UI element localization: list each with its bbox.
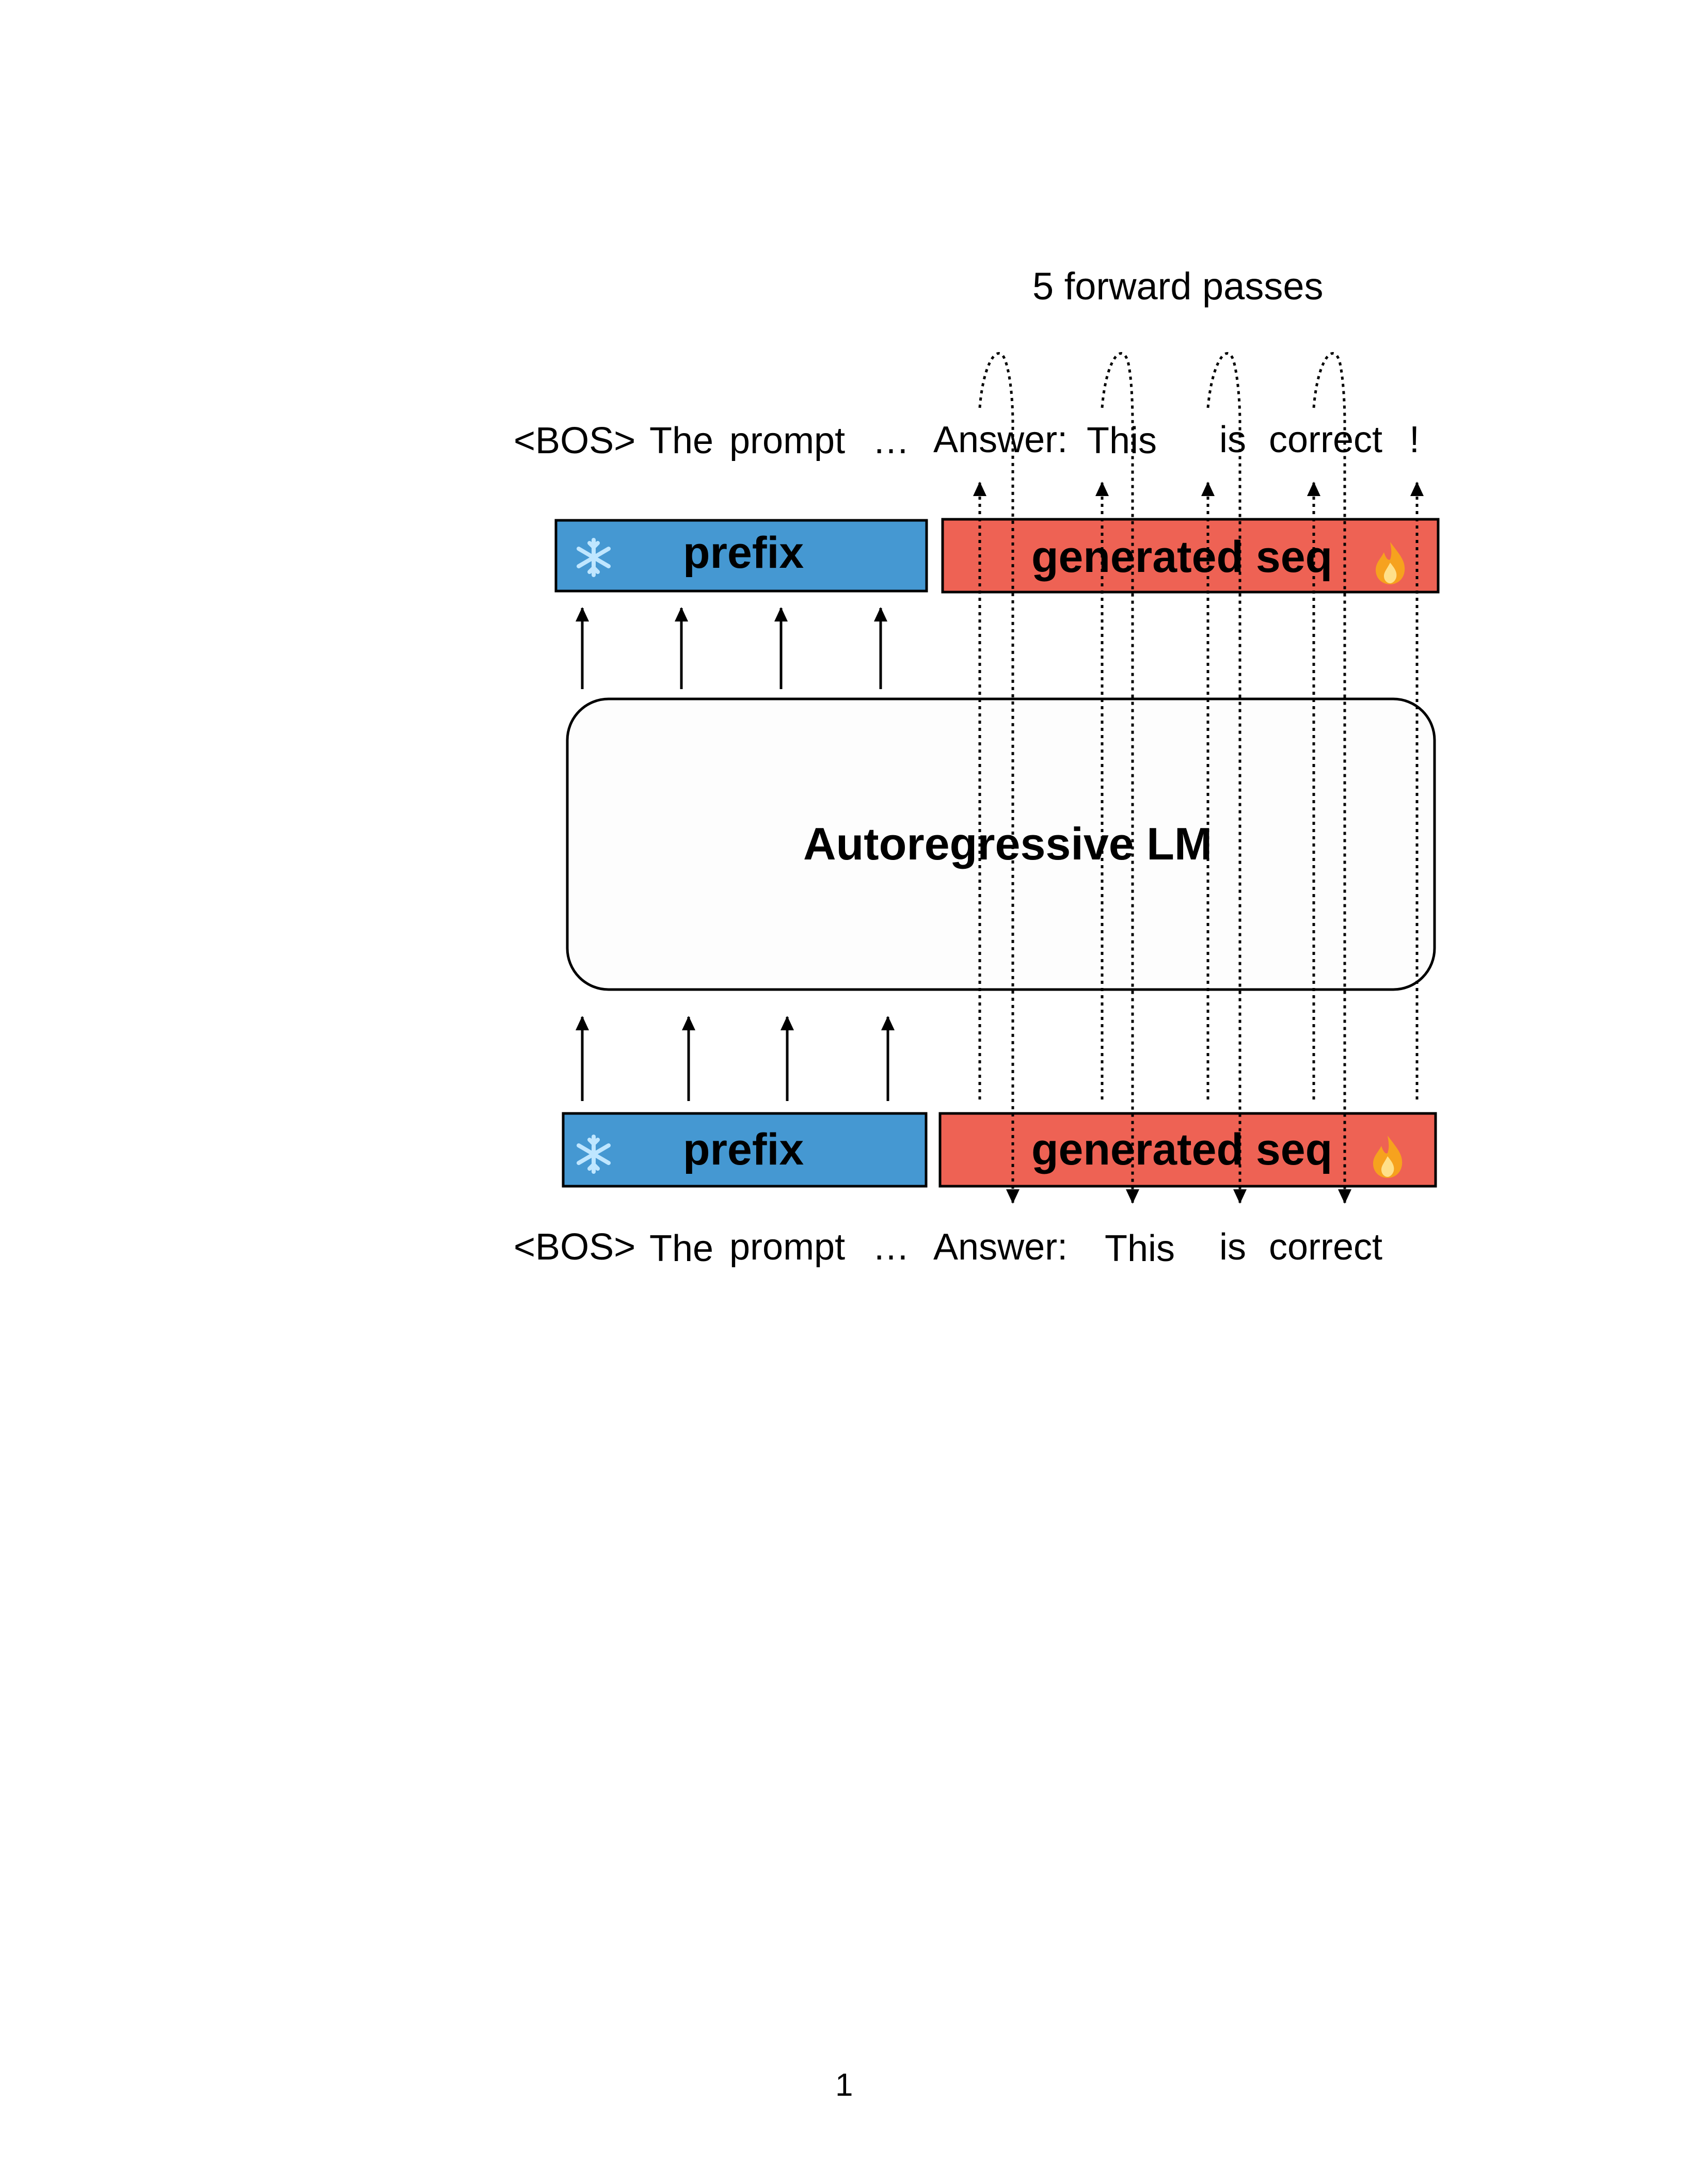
top-token: !: [1409, 419, 1420, 460]
bottom-prefix-arrows: [576, 1016, 895, 1101]
top-token: is: [1219, 419, 1246, 460]
dotted-up-arrows: [973, 482, 1424, 1099]
top-prefix-block: prefix: [554, 519, 928, 593]
top-generated-box: [941, 518, 1440, 594]
top-token: This: [1087, 420, 1157, 461]
lm-box: [566, 697, 1436, 991]
bottom-token: The: [649, 1228, 713, 1269]
top-token: prompt: [729, 420, 845, 461]
bottom-token: This: [1105, 1228, 1175, 1269]
lm-label: Autoregressive LM: [803, 818, 1212, 869]
top-prefix-label: prefix: [683, 528, 804, 578]
top-token: <BOS>: [514, 420, 635, 461]
dotted-feedback-loops: [978, 352, 1351, 1204]
top-prefix-arrows: [576, 607, 887, 689]
dotted-loop: [1312, 352, 1351, 1204]
bottom-token: …: [872, 1226, 910, 1268]
bottom-token: prompt: [729, 1226, 845, 1268]
page-number: 1: [835, 2067, 853, 2103]
bottom-token: Answer:: [933, 1226, 1068, 1268]
diagram-title: 5 forward passes: [1032, 265, 1324, 308]
top-token: …: [872, 420, 910, 461]
bottom-generated-block: generated seq: [938, 1112, 1437, 1188]
bottom-prefix-label: prefix: [683, 1125, 804, 1174]
top-prefix-box: [554, 519, 928, 593]
dotted-loop: [978, 352, 1020, 1204]
fire-icon: [1376, 542, 1405, 584]
fire-icon: [1373, 1136, 1403, 1178]
bottom-token: correct: [1269, 1226, 1382, 1268]
snowflake-icon: [577, 538, 611, 577]
bottom-token-row: <BOS> The prompt … Answer: This is corre…: [514, 1226, 1382, 1269]
bottom-token: <BOS>: [514, 1226, 635, 1268]
top-token: The: [649, 420, 713, 461]
bottom-token: is: [1219, 1226, 1246, 1268]
top-token: Answer:: [933, 419, 1068, 460]
top-generated-block: generated seq: [941, 518, 1440, 594]
top-token-row: <BOS> The prompt … Answer: This is corre…: [514, 419, 1420, 461]
bottom-prefix-box: [562, 1112, 928, 1188]
bottom-generated-box: [938, 1112, 1437, 1188]
top-token: correct: [1269, 419, 1382, 460]
bottom-prefix-block: prefix: [562, 1112, 928, 1188]
dotted-loop: [1206, 352, 1247, 1204]
bottom-generated-label: generated seq: [1031, 1125, 1332, 1174]
snowflake-icon: [577, 1135, 611, 1174]
top-generated-label: generated seq: [1031, 532, 1332, 582]
lm-block: Autoregressive LM: [566, 697, 1436, 991]
